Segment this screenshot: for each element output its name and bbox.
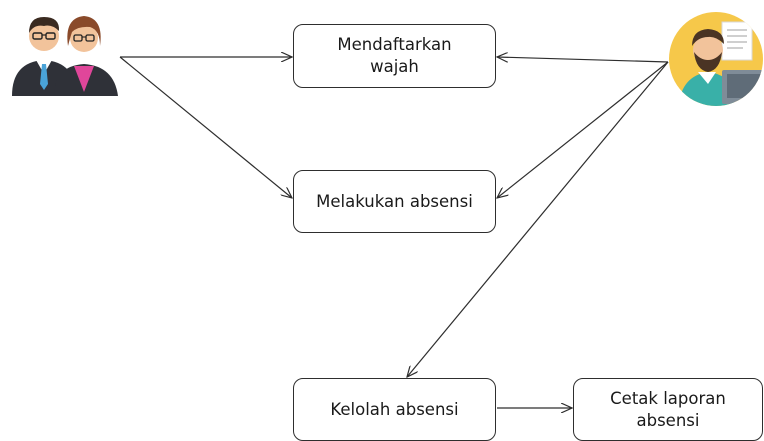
edge-admin-to-do-attendance [497,61,669,198]
do-attendance-label: Melakukan absensi [316,191,473,211]
man-glasses-right [45,32,56,40]
admin-head [693,35,723,65]
admin-paper [721,21,753,61]
edge-admin-to-register-face [497,57,669,63]
do-attendance-node: Melakukan absensi [293,170,496,233]
woman-glasses-left [73,34,83,42]
admin-hair [692,29,724,46]
man-head [29,21,59,51]
admin-icon [669,12,763,106]
register-face-label: Mendaftarkan wajah [337,35,452,76]
man-hair [29,17,60,33]
admin-beard [694,52,722,72]
connector-lines [119,56,669,408]
edge-admin-to-manage-attendance [407,61,669,377]
admin-collar [698,72,716,84]
woman-blouse [74,66,94,92]
register-face-node: Mendaftarkan wajah [293,24,496,88]
user-group-icon [12,16,118,96]
woman-glasses-right [85,34,95,42]
woman-hair [67,16,101,46]
edge-users-to-do-attendance [119,56,292,198]
man-tie [40,64,48,90]
woman-head [70,24,98,52]
print-report-node: Cetak laporan absensi [573,378,763,441]
manage-attendance-node: Kelolah absensi [293,378,496,441]
manage-attendance-label: Kelolah absensi [330,399,459,419]
print-report-label: Cetak laporan absensi [610,388,726,430]
man-glasses-left [32,32,43,40]
